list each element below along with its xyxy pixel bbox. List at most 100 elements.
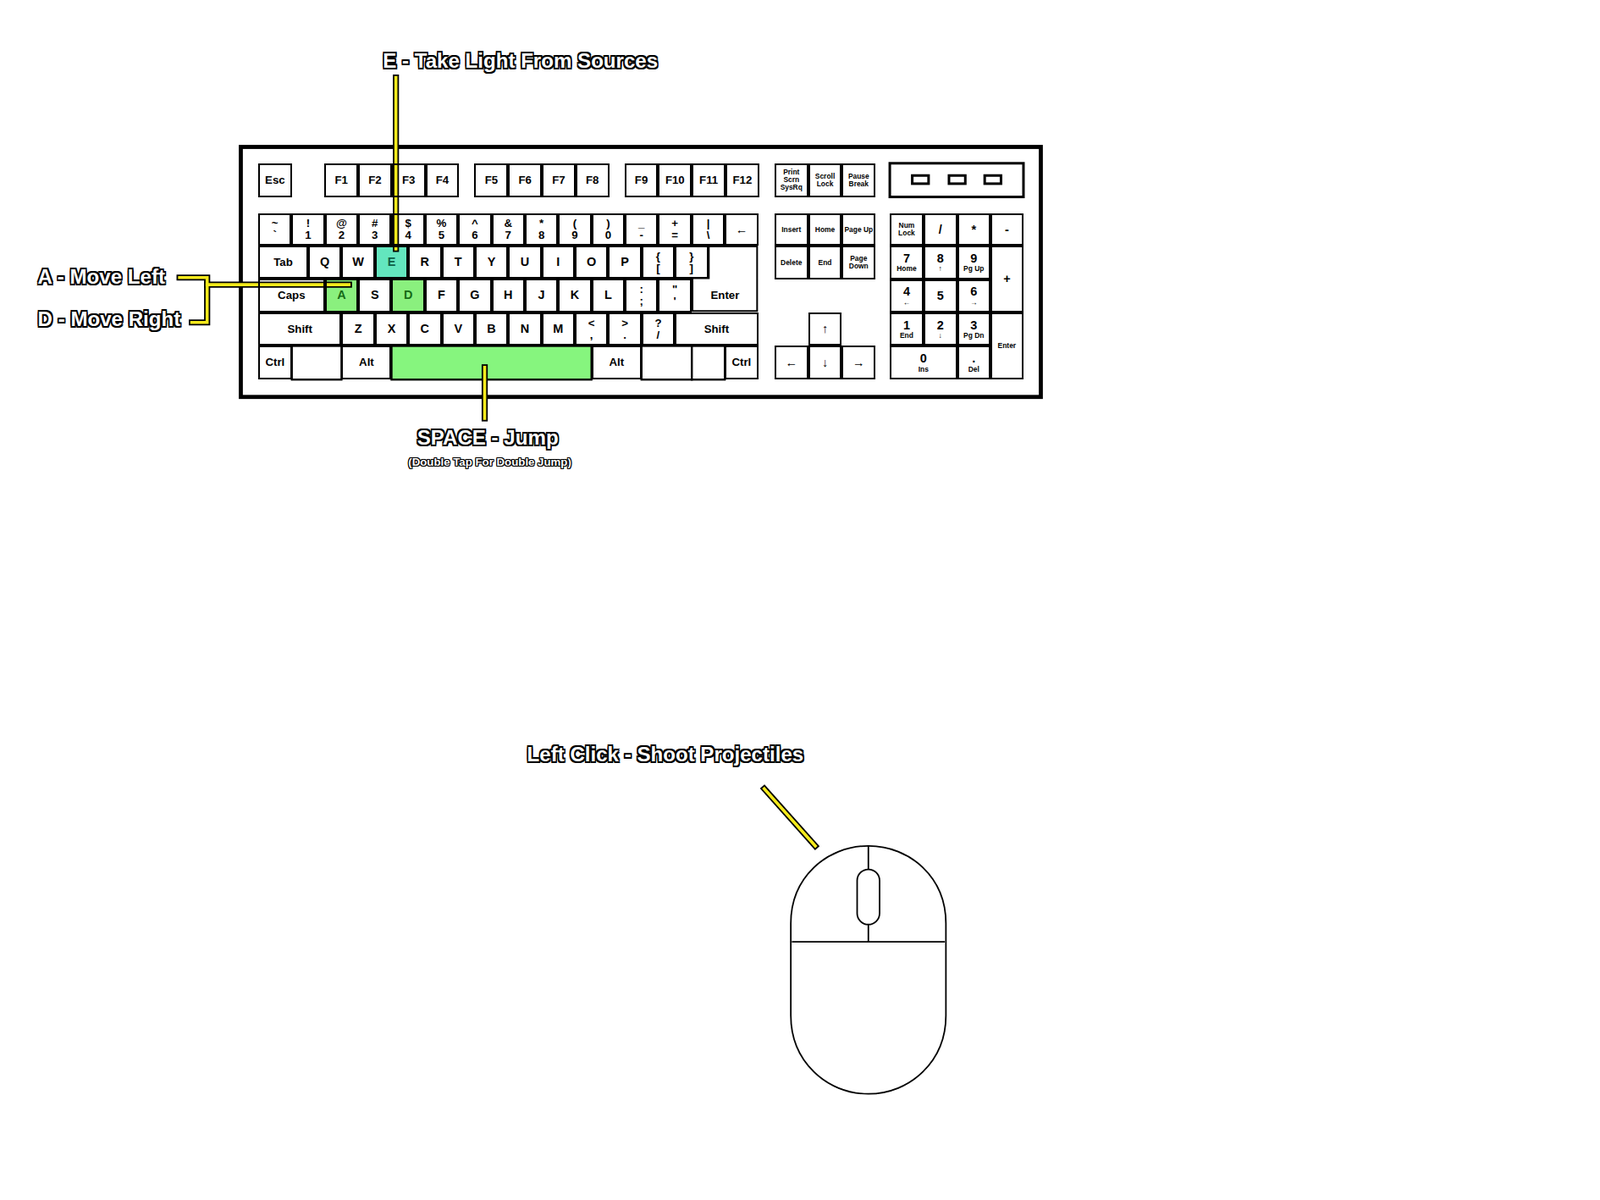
key-label: * bbox=[539, 217, 544, 230]
key-label: Home bbox=[815, 226, 835, 234]
leader-outline bbox=[179, 77, 816, 846]
keyboard-key: O bbox=[574, 245, 608, 279]
keyboard-key: F4 bbox=[425, 163, 460, 198]
key-label: Home bbox=[896, 264, 916, 273]
key-highlight bbox=[391, 278, 425, 313]
key-label: 7 bbox=[903, 252, 911, 265]
keyboard-key: Scroll Lock bbox=[808, 163, 843, 198]
key-label: . bbox=[971, 352, 976, 365]
enter-key-outline bbox=[691, 245, 758, 312]
keyboard-key: 6→ bbox=[957, 279, 991, 313]
key-label: - bbox=[1004, 223, 1010, 237]
key-label: L bbox=[604, 288, 613, 302]
keyboard-key: "' bbox=[657, 278, 691, 313]
key-label: I bbox=[556, 255, 560, 269]
keyboard-key: #3 bbox=[358, 213, 392, 247]
keyboard-key: F5 bbox=[474, 163, 508, 198]
key-label: : bbox=[640, 283, 644, 296]
keyboard-key: D bbox=[391, 278, 425, 313]
key-label: C bbox=[420, 322, 430, 336]
key-label: < bbox=[588, 317, 596, 330]
callout-label: D - Move Right bbox=[38, 308, 182, 332]
key-label: Enter bbox=[710, 289, 740, 302]
key-label: # bbox=[371, 217, 378, 230]
keyboard-key: Insert bbox=[774, 213, 809, 247]
key-label: F bbox=[437, 288, 446, 302]
keyboard-key: Pause Break bbox=[841, 163, 876, 198]
key-label: 6 bbox=[471, 229, 478, 242]
keyboard-key: E bbox=[375, 245, 409, 279]
key-label: [ bbox=[656, 262, 660, 275]
keyboard-key: @2 bbox=[325, 213, 359, 247]
key-label: ^ bbox=[471, 217, 479, 230]
keyboard-key: 7Home bbox=[889, 245, 924, 280]
callout-label: Left Click - Shoot Projectiles bbox=[527, 743, 805, 767]
keyboard-key: A bbox=[325, 278, 359, 313]
keyboard-key: T bbox=[441, 245, 475, 279]
key-label: ↑ bbox=[938, 264, 943, 273]
keyboard-key: W bbox=[341, 245, 375, 279]
key-label: ~ bbox=[271, 217, 279, 230]
key-label: End bbox=[899, 331, 914, 340]
key-label: 3 bbox=[371, 229, 378, 242]
key-label: , bbox=[590, 329, 594, 342]
key-label: E bbox=[387, 255, 397, 269]
keyboard-key: 8↑ bbox=[923, 245, 958, 280]
keyboard-key: H bbox=[491, 278, 525, 313]
keyboard-key: Esc bbox=[258, 163, 293, 198]
key-label: F12 bbox=[732, 174, 752, 187]
keyboard-key: F bbox=[424, 278, 458, 313]
callout-label: A - Move Left bbox=[38, 265, 166, 289]
key-label: / bbox=[656, 329, 661, 342]
keyboard-key: J bbox=[524, 278, 558, 313]
key-label: ← bbox=[735, 223, 748, 237]
key-label: B bbox=[486, 322, 496, 336]
callout-label: (Double Tap For Double Jump) bbox=[408, 456, 572, 469]
key-label: F3 bbox=[402, 174, 415, 187]
keyboard-key: C bbox=[408, 312, 442, 347]
leader-line bbox=[207, 281, 350, 288]
keyboard-key: )0 bbox=[591, 213, 625, 247]
leader-bracket bbox=[179, 277, 208, 323]
key-label: J bbox=[538, 288, 546, 302]
key-label: Enter bbox=[998, 342, 1017, 350]
indicator-panel bbox=[889, 163, 1024, 198]
key-label: " bbox=[672, 283, 678, 296]
keyboard-key: >. bbox=[607, 312, 641, 347]
indicator-light bbox=[948, 175, 966, 184]
keyboard-key: X bbox=[375, 312, 409, 347]
key-label: ; bbox=[640, 295, 644, 308]
keyboard-key: Caps bbox=[258, 278, 326, 313]
key-label: ↓ bbox=[822, 356, 828, 370]
keyboard-key: / bbox=[923, 213, 958, 247]
callout-label: E - Take Light From Sources bbox=[382, 49, 658, 73]
keyboard-key: Ctrl bbox=[258, 345, 293, 380]
leader-line bbox=[764, 788, 816, 845]
key-label: F9 bbox=[634, 174, 648, 187]
keyboard-key: {[ bbox=[641, 245, 675, 279]
leader-line bbox=[207, 282, 350, 287]
key-label: 2 bbox=[937, 319, 944, 332]
keyboard-key: F7 bbox=[541, 163, 576, 198]
keyboard-key: F6 bbox=[507, 163, 542, 198]
key-label: Ctrl bbox=[264, 356, 285, 369]
keyboard-key: $4 bbox=[391, 213, 425, 247]
key-label: 1 bbox=[903, 319, 911, 332]
key-label: } bbox=[689, 250, 694, 263]
key-label: Delete bbox=[780, 259, 802, 267]
key-label: * bbox=[971, 223, 977, 237]
key-label: ← bbox=[785, 356, 798, 370]
key-label: > bbox=[621, 317, 629, 330]
key-label: O bbox=[586, 255, 596, 269]
key-label: ] bbox=[689, 262, 694, 275]
key-label: 6 bbox=[970, 285, 977, 298]
key-label: _ bbox=[638, 217, 645, 230]
key-label: Page Down bbox=[844, 254, 873, 271]
indicator-light bbox=[912, 175, 929, 184]
keyboard-key: .Del bbox=[957, 345, 991, 380]
keyboard-key: F12 bbox=[725, 163, 760, 198]
key-label: G bbox=[469, 288, 480, 302]
key-label: 4 bbox=[404, 229, 411, 242]
key-label: F8 bbox=[585, 174, 599, 187]
key-label: . bbox=[623, 329, 627, 342]
